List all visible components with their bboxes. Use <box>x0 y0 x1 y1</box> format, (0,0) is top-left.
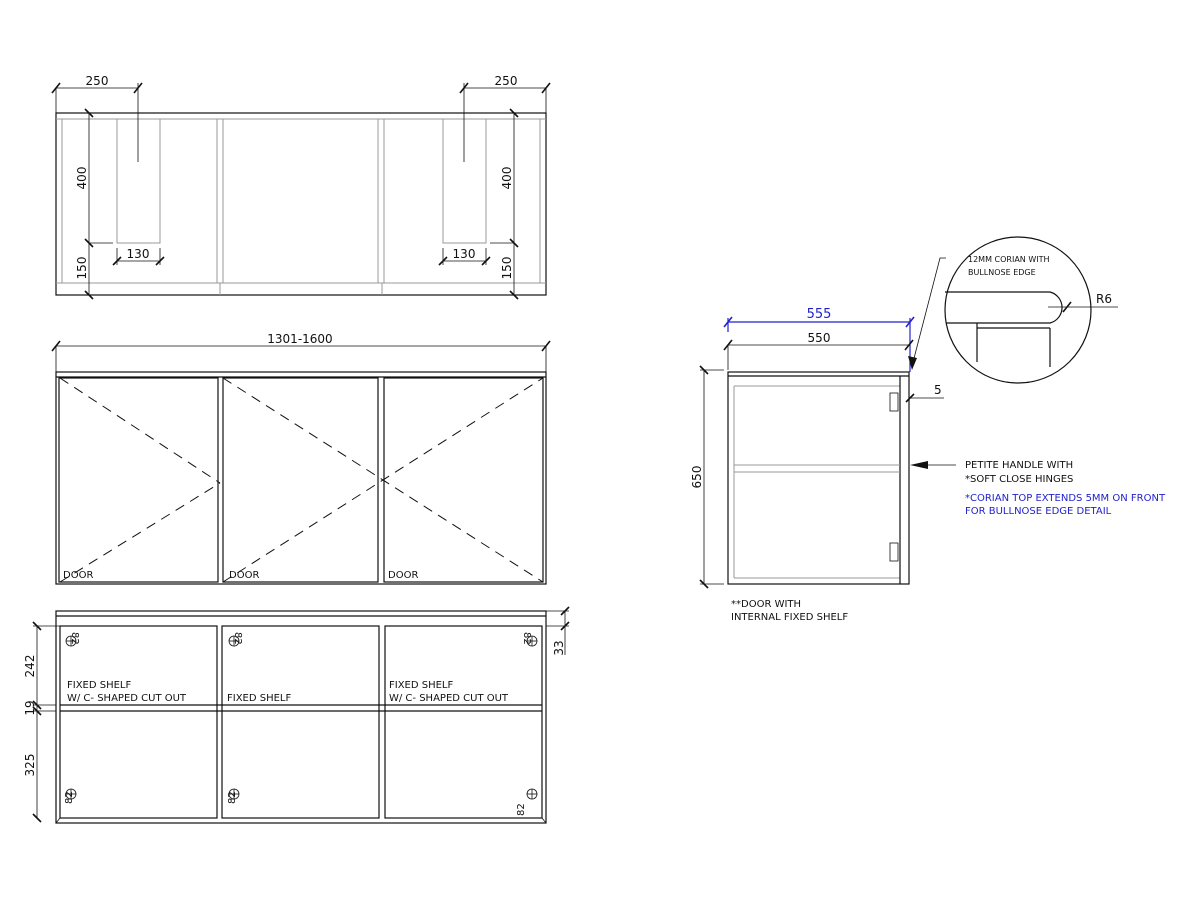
shelf-label-1-line2: W/ C- SHAPED CUT OUT <box>67 693 187 704</box>
hinge-icon <box>65 788 77 800</box>
dim-130-left: 130 <box>127 247 150 261</box>
dim-550: 550 <box>808 331 831 345</box>
shelf-label-3-line2: W/ C- SHAPED CUT OUT <box>389 693 509 704</box>
shelf-label-2: FIXED SHELF <box>227 693 292 704</box>
hinge-dim-82: 82 <box>521 632 532 645</box>
corian-note-1: *CORIAN TOP EXTENDS 5MM ON FRONT <box>965 493 1166 504</box>
hinge-icon <box>228 788 240 800</box>
corian-note-2: FOR BULLNOSE EDGE DETAIL <box>965 506 1112 517</box>
dim-130-right: 130 <box>453 247 476 261</box>
dim-400-left: 400 <box>75 167 89 190</box>
door-label-3: DOOR <box>388 570 418 581</box>
dim-overall-width: 1301-1600 <box>267 332 332 346</box>
side-view: 555 550 650 5 12MM CORIAN WITH <box>690 236 1166 623</box>
hinge-dim-82: 82 <box>64 791 75 804</box>
dim-250-left: 250 <box>86 74 109 88</box>
hinge-icon <box>889 392 899 412</box>
dim-19: 19 <box>23 700 37 715</box>
door-label-1: DOOR <box>63 570 93 581</box>
door-note-1: **DOOR WITH <box>731 599 801 610</box>
door-label-2: DOOR <box>229 570 259 581</box>
dim-242: 242 <box>23 655 37 678</box>
dim-150-left: 150 <box>75 257 89 280</box>
shelf-label-1-line1: FIXED SHELF <box>67 680 132 691</box>
hinge-dim-82: 82 <box>516 803 527 816</box>
dim-150-right: 150 <box>500 257 514 280</box>
dim-400-right: 400 <box>500 167 514 190</box>
dim-5: 5 <box>934 383 942 397</box>
dim-250-right: 250 <box>495 74 518 88</box>
hinge-icon <box>889 542 899 562</box>
hinge-dim-82: 82 <box>227 791 238 804</box>
hinge-icon <box>228 635 240 647</box>
hinge-icon <box>65 635 77 647</box>
bullnose-detail <box>944 236 1092 384</box>
hinge-icon <box>526 635 538 647</box>
dim-325: 325 <box>23 754 37 777</box>
hinge-dim-82: 82 <box>232 632 243 645</box>
plan-view: 250 250 400 150 400 150 130 <box>51 74 551 300</box>
interior-view: 82 82 82 82 82 82 FIXED SHELF W/ C- SHAP… <box>23 606 570 824</box>
door-note-2: INTERNAL FIXED SHELF <box>731 612 848 623</box>
dim-650: 650 <box>690 466 704 489</box>
handle-note-1: PETITE HANDLE WITH <box>965 460 1073 471</box>
hinge-icon <box>526 788 538 800</box>
dim-555: 555 <box>807 307 832 322</box>
detail-label-2: BULLNOSE EDGE <box>968 268 1036 277</box>
detail-label-1: 12MM CORIAN WITH <box>968 255 1050 264</box>
detail-radius: R6 <box>1096 292 1112 306</box>
hinge-dim-82: 82 <box>69 632 80 645</box>
front-view: 1301-1600 DOOR DOOR DOOR <box>51 332 551 585</box>
dim-33: 33 <box>552 640 566 655</box>
handle-note-2: *SOFT CLOSE HINGES <box>965 474 1073 485</box>
shelf-label-3-line1: FIXED SHELF <box>389 680 454 691</box>
